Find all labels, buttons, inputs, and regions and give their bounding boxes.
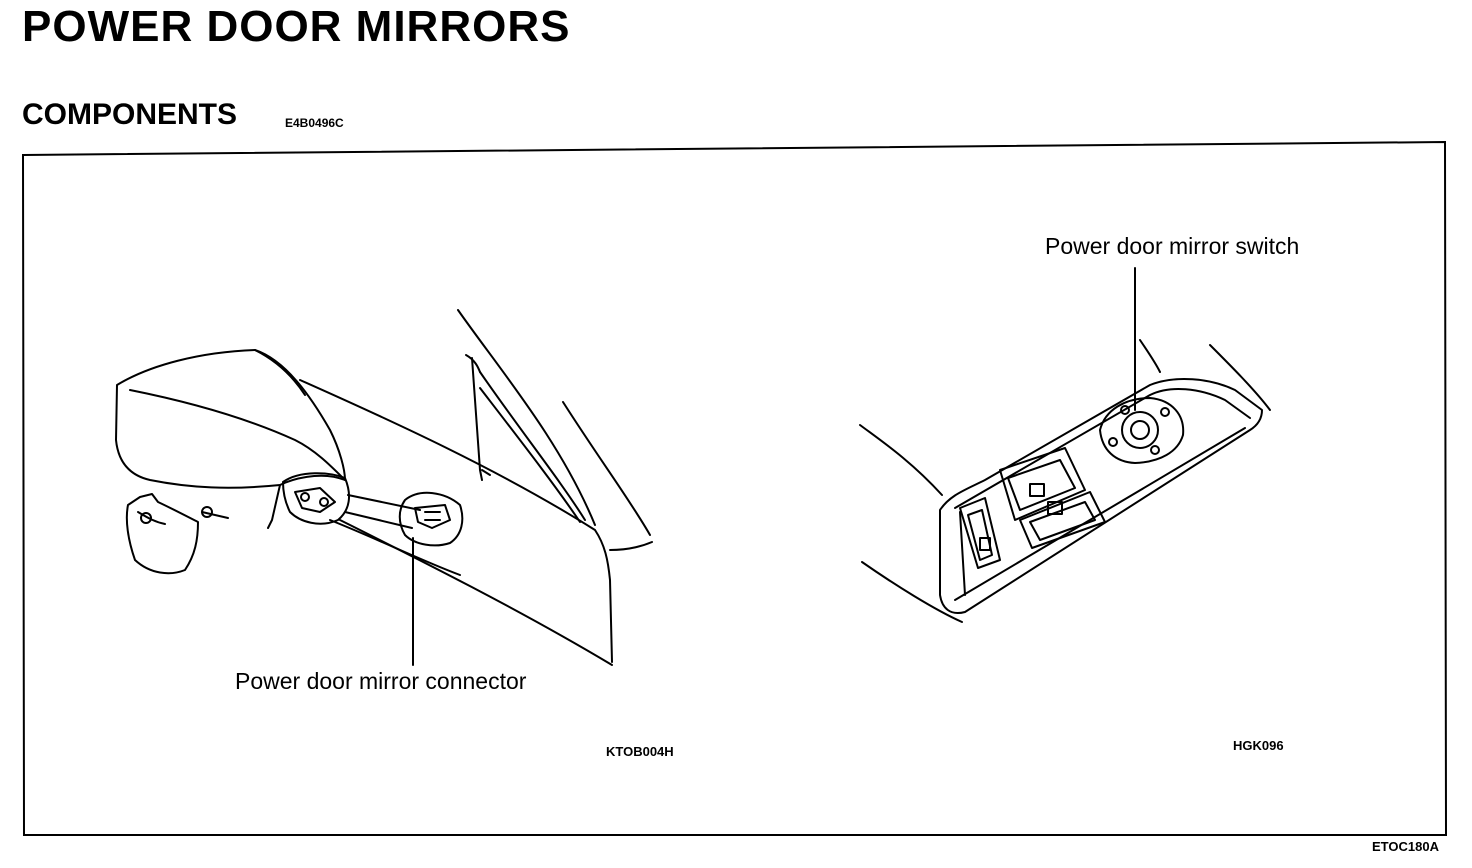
right-image-code: HGK096: [1233, 738, 1284, 753]
section-code: E4B0496C: [285, 116, 344, 130]
figure-code: ETOC180A: [1372, 839, 1439, 854]
connector-callout-label: Power door mirror connector: [235, 668, 527, 694]
figure-frame-border: [22, 141, 1447, 836]
section-title: COMPONENTS: [22, 98, 238, 131]
switch-callout-label: Power door mirror switch: [1045, 233, 1300, 259]
page-title: POWER DOOR MIRRORS: [22, 2, 571, 51]
left-image-code: KTOB004H: [606, 744, 674, 759]
figure-frame: [22, 141, 1447, 836]
